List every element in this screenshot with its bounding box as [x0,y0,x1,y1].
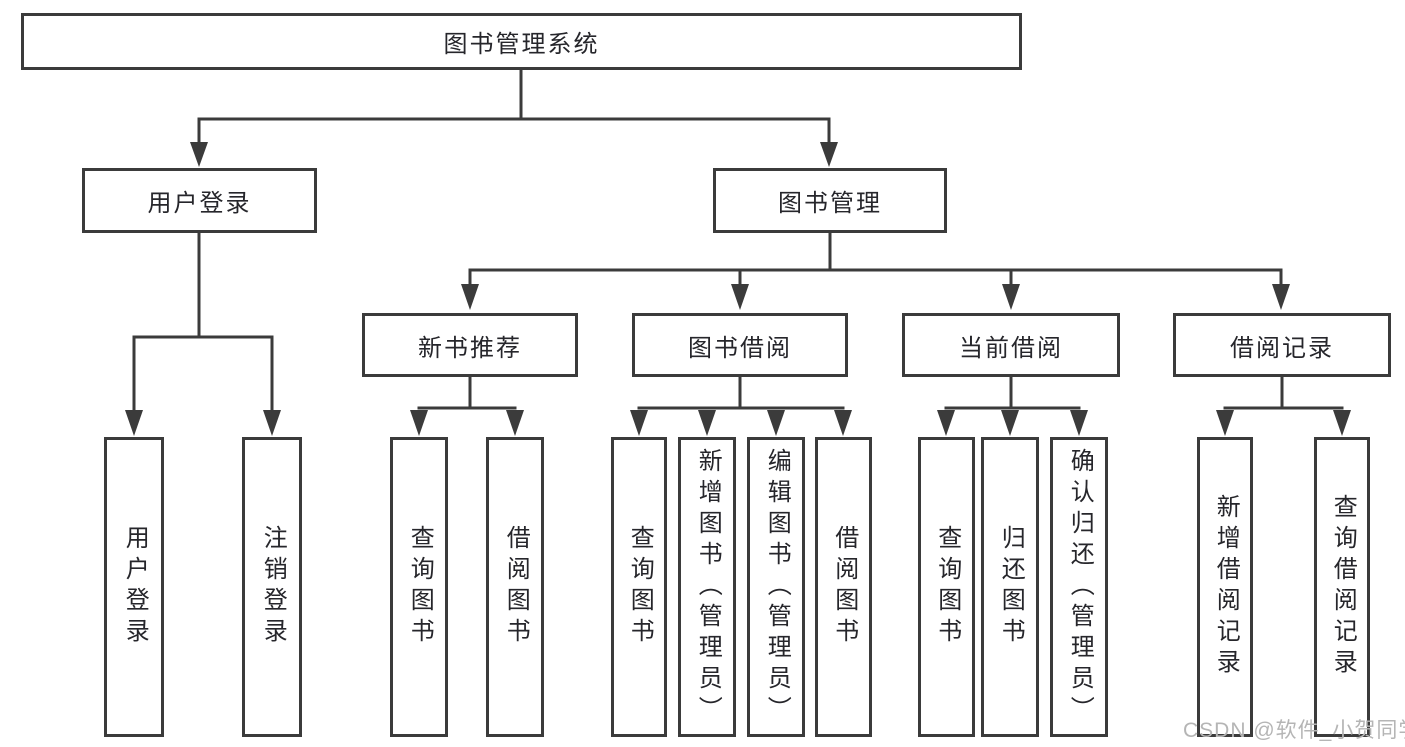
node-label: 当前借阅 [959,334,1063,362]
node-book-management: 图书管理 [713,168,947,233]
leaf-logout: 注销登录 [242,437,302,737]
leaf-query-books-recommend: 查询图书 [390,437,448,737]
node-book-borrowing: 图书借阅 [632,313,848,377]
leaf-query-books-current: 查询图书 [918,437,975,737]
leaf-query-borrow-record: 查询借阅记录 [1314,437,1370,737]
node-library-management-system: 图书管理系统 [21,13,1022,70]
node-label: 查询图书 [933,525,961,649]
node-label: 查询图书 [626,525,654,649]
node-label: 新增借阅记录 [1212,494,1240,680]
node-label: 确认归还（管理员） [1066,447,1094,727]
leaf-borrow-books-recommend: 借阅图书 [486,437,544,737]
node-label: 图书管理 [778,190,882,217]
node-label: 归还图书 [997,525,1025,649]
leaf-query-books-borrowing: 查询图书 [611,437,667,737]
node-label: 新增图书（管理员） [694,447,722,727]
node-borrowing-records: 借阅记录 [1173,313,1391,377]
node-label: 注销登录 [259,525,287,649]
leaf-return-books: 归还图书 [981,437,1039,737]
node-user-login: 用户登录 [82,168,317,233]
node-label: 图书管理系统 [443,31,600,58]
node-label: 图书借阅 [688,334,792,362]
node-label: 查询借阅记录 [1329,494,1357,680]
node-label: 用户登录 [121,525,149,649]
leaf-confirm-return-admin: 确认归还（管理员） [1050,437,1108,737]
node-label: 用户登录 [147,190,252,217]
node-label: 借阅图书 [830,525,858,649]
leaf-borrow-books-borrowing: 借阅图书 [815,437,872,737]
leaf-add-borrow-record: 新增借阅记录 [1197,437,1253,737]
node-current-borrowing: 当前借阅 [902,313,1120,377]
leaf-add-books-admin: 新增图书（管理员） [678,437,736,737]
node-label: 编辑图书（管理员） [763,447,791,727]
leaf-user-login: 用户登录 [104,437,164,737]
node-label: 查询图书 [406,525,434,649]
node-new-book-recommend: 新书推荐 [362,313,578,377]
node-label: 借阅图书 [502,525,530,649]
node-label: 借阅记录 [1230,334,1334,362]
leaf-edit-books-admin: 编辑图书（管理员） [747,437,805,737]
csdn-watermark: CSDN @软件_小贺同学 [1183,719,1405,742]
node-label: 新书推荐 [418,334,522,362]
